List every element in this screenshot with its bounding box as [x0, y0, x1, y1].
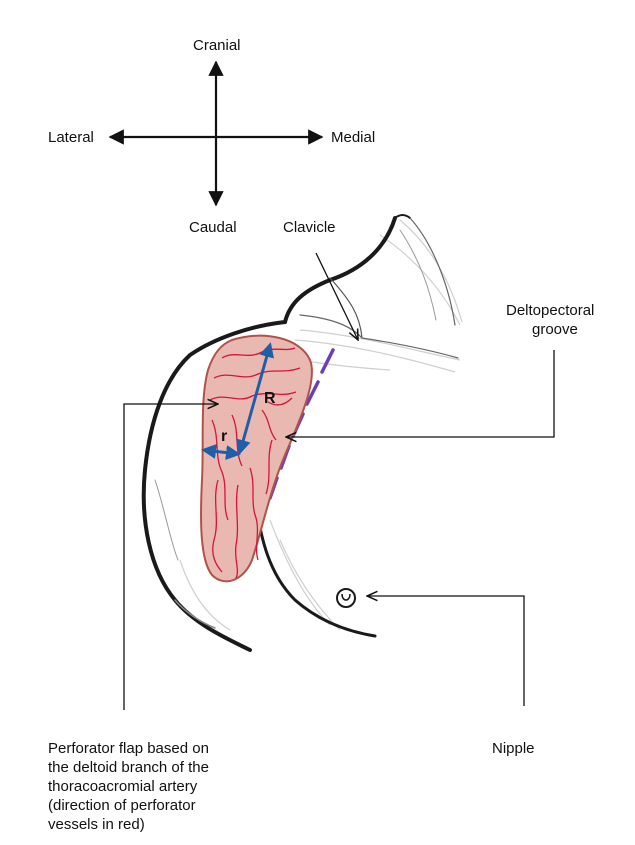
- nipple-leader: [367, 596, 524, 706]
- nipple-mark: [337, 589, 355, 607]
- deltopectoral-label-line1: Deltopectoral: [506, 301, 594, 320]
- clavicle-label: Clavicle: [283, 218, 336, 237]
- clavicle-leader: [316, 253, 358, 340]
- body-outline: [144, 215, 458, 650]
- orientation-compass: [110, 62, 322, 205]
- perforator-flap: [201, 336, 312, 582]
- flap-caption: Perforator flap based on the deltoid bra…: [48, 739, 209, 834]
- radius-small-label: r: [221, 427, 227, 446]
- nipple-label: Nipple: [492, 739, 535, 758]
- medial-label: Medial: [331, 128, 375, 147]
- cranial-label: Cranial: [193, 36, 241, 55]
- flap-caption-line: the deltoid branch of the: [48, 758, 209, 777]
- flap-caption-line: Perforator flap based on: [48, 739, 209, 758]
- lateral-label: Lateral: [48, 128, 94, 147]
- radius-large-label: R: [264, 389, 276, 408]
- flap-caption-line: vessels in red): [48, 815, 209, 834]
- deltopectoral-label-line2: groove: [532, 320, 578, 339]
- flap-caption-line: thoracoacromial artery: [48, 777, 209, 796]
- leader-lines: [124, 253, 554, 710]
- caudal-label: Caudal: [189, 218, 237, 237]
- flap-caption-line: (direction of perforator: [48, 796, 209, 815]
